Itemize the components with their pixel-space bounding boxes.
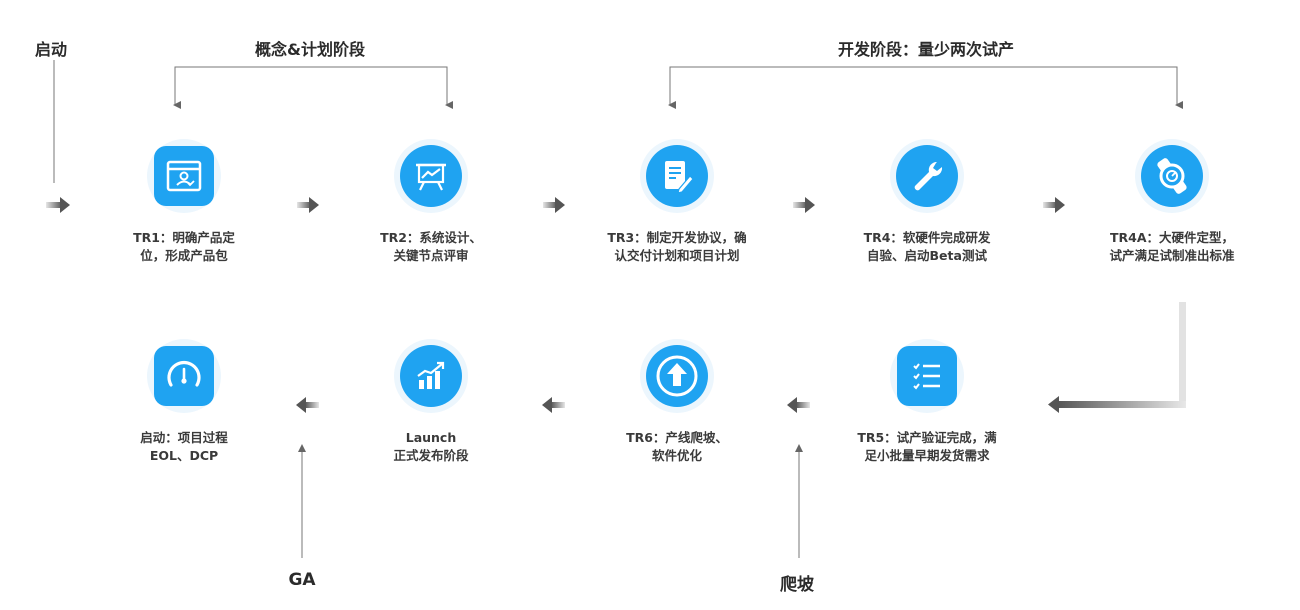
tr4a-caption-line-2: 试产满足试制准出标准: [1109, 248, 1235, 263]
document-edit-icon: [646, 145, 708, 207]
tr1-caption-line-2: 位，形成产品包: [140, 248, 228, 263]
tr6-caption-line-1: TR6：产线爬坡、: [626, 430, 728, 445]
eol-caption: 启动：项目过程 EOL、DCP: [104, 429, 264, 465]
eol-caption-line-2: EOL、DCP: [149, 448, 219, 463]
node-tr5: TR5：试产验证完成，满 足小批量早期发货需求: [847, 339, 1007, 465]
tr4a-caption: TR4A：大硬件定型， 试产满足试制准出标准: [1092, 229, 1252, 265]
start-label: 启动: [35, 40, 68, 59]
dev-bracket: [668, 66, 1183, 109]
node-tr4: TR4：软硬件完成研发 自验、启动Beta测试: [847, 139, 1007, 265]
wrench-icon: [896, 145, 958, 207]
tr2-caption-line-2: 关键节点评审: [393, 248, 469, 263]
launch-icon-halo: [394, 339, 468, 413]
flow-arrow-launch-eol: [296, 397, 319, 413]
flow-arrow-tr6-launch: [542, 397, 565, 413]
launch-caption-line-1: Launch: [405, 430, 457, 445]
tr2-icon-halo: [394, 139, 468, 213]
eol-icon-halo: [147, 339, 221, 413]
tr4-caption: TR4：软硬件完成研发 自验、启动Beta测试: [847, 229, 1007, 265]
watch-icon: [1141, 145, 1203, 207]
tr5-icon-halo: [890, 339, 964, 413]
tr3-icon-halo: [640, 139, 714, 213]
tr1-icon-halo: [147, 139, 221, 213]
node-eol: 启动：项目过程 EOL、DCP: [104, 339, 264, 465]
tr3-caption-line-1: TR3：制定开发协议，确: [607, 230, 747, 245]
ga-label: GA: [288, 570, 316, 590]
tr4a-caption-line-1: TR4A：大硬件定型，: [1109, 230, 1235, 245]
user-box-icon: [154, 146, 214, 206]
node-tr4a: TR4A：大硬件定型， 试产满足试制准出标准: [1092, 139, 1252, 265]
tr4-caption-line-2: 自验、启动Beta测试: [867, 248, 987, 263]
tr1-caption: TR1：明确产品定 位，形成产品包: [104, 229, 264, 265]
tr4-caption-line-1: TR4：软硬件完成研发: [863, 230, 991, 245]
node-launch: Launch 正式发布阶段: [351, 339, 511, 465]
flow-arrow-start-tr1: [46, 197, 70, 213]
return-connector: [1048, 302, 1186, 413]
launch-caption: Launch 正式发布阶段: [351, 429, 511, 465]
upload-circle-icon: [646, 345, 708, 407]
checklist-icon: [897, 346, 957, 406]
tr4a-icon-halo: [1135, 139, 1209, 213]
flow-arrow-tr2-tr3: [543, 197, 565, 213]
flow-arrow-tr1-tr2: [297, 197, 319, 213]
gauge-icon: [154, 346, 214, 406]
eol-caption-line-1: 启动：项目过程: [140, 430, 228, 445]
tr1-caption-line-1: TR1：明确产品定: [133, 230, 235, 245]
flow-arrow-tr4-tr4a: [1043, 197, 1065, 213]
concept-bracket: [173, 66, 453, 109]
tr6-caption-line-2: 软件优化: [651, 448, 702, 463]
node-tr3: TR3：制定开发协议，确 认交付计划和项目计划: [597, 139, 757, 265]
launch-caption-line-2: 正式发布阶段: [393, 448, 469, 463]
flow-arrow-tr5-tr6: [787, 397, 810, 413]
phase-dev-label: 开发阶段：量少两次试产: [837, 40, 1015, 59]
tr5-caption: TR5：试产验证完成，满 足小批量早期发货需求: [847, 429, 1007, 465]
tr5-caption-line-2: 足小批量早期发货需求: [864, 448, 990, 463]
tr3-caption: TR3：制定开发协议，确 认交付计划和项目计划: [597, 229, 757, 265]
growth-chart-icon: [400, 345, 462, 407]
node-tr2: TR2：系统设计、 关键节点评审: [351, 139, 511, 265]
tr2-caption-line-1: TR2：系统设计、: [380, 230, 482, 245]
tr3-caption-line-2: 认交付计划和项目计划: [614, 248, 740, 263]
tr5-caption-line-1: TR5：试产验证完成，满: [857, 430, 997, 445]
node-tr1: TR1：明确产品定 位，形成产品包: [104, 139, 264, 265]
flow-arrow-tr3-tr4: [793, 197, 815, 213]
tr4-icon-halo: [890, 139, 964, 213]
tr6-caption: TR6：产线爬坡、 软件优化: [597, 429, 757, 465]
node-tr6: TR6：产线爬坡、 软件优化: [597, 339, 757, 465]
presentation-chart-icon: [400, 145, 462, 207]
tr2-caption: TR2：系统设计、 关键节点评审: [351, 229, 511, 265]
phase-concept-label: 概念&计划阶段: [255, 40, 365, 59]
tr6-icon-halo: [640, 339, 714, 413]
ramp-label: 爬坡: [780, 575, 814, 595]
